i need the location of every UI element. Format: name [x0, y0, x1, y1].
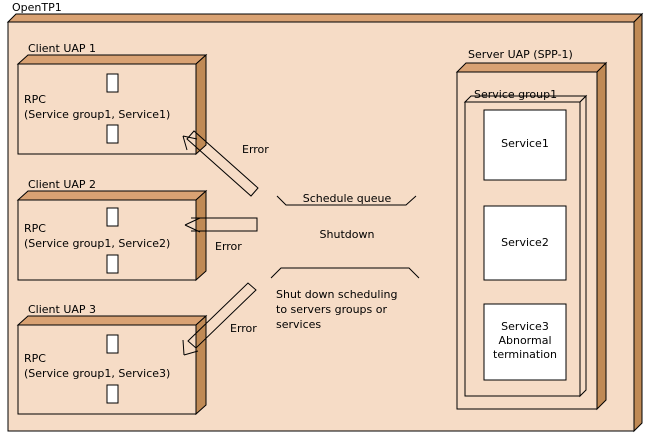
service-2-box[interactable] [483, 205, 567, 281]
error-arrow-3-shaft [187, 282, 257, 349]
shutdown-note-line-1: Shut down scheduling [276, 288, 398, 301]
client-uap-2-port-top [106, 207, 119, 227]
client-uap-1-port-top [106, 73, 119, 93]
client-uap-2-top-bevel [16, 190, 208, 201]
shutdown-note-line-2: to servers groups or [276, 303, 388, 316]
service-3-label: Service3 [501, 320, 549, 333]
client-uap-3-port-bottom [106, 384, 119, 404]
error-arrow-3-head [182, 339, 199, 356]
client-uap-2-caption: Client UAP 2 [28, 178, 97, 191]
error-label-1: Error [242, 143, 269, 156]
service-group-1-box[interactable] [463, 94, 588, 398]
shutdown-note-line-3: services [276, 318, 322, 331]
error-arrow-3 [182, 282, 257, 356]
client-uap-3-port-top [106, 334, 119, 354]
error-arrow-1-head [182, 135, 198, 151]
client-uap-1-right-bevel [195, 53, 207, 156]
schedule-queue-bracket [276, 195, 417, 206]
schedule-queue-label: Schedule queue [302, 192, 392, 205]
service-3-status-line-1: Abnormal [498, 334, 552, 347]
client-uap-3-rpc-args: (Service group1, Service3) [24, 367, 171, 380]
client-uap-3-caption: Client UAP 3 [28, 303, 97, 316]
error-label-3: Error [230, 322, 257, 335]
server-uap-right-bevel [596, 61, 607, 411]
client-uap-3-box[interactable] [16, 314, 208, 416]
shutdown-bracket [270, 267, 420, 279]
client-uap-3-rpc-label: RPC [24, 352, 46, 365]
error-label-2: Error [215, 240, 242, 253]
client-uap-2-box[interactable] [16, 189, 208, 282]
error-arrow-2 [184, 217, 258, 233]
shutdown-label: Shutdown [319, 228, 375, 241]
client-uap-2-port-bottom [106, 254, 119, 274]
service-1-label: Service1 [501, 137, 549, 150]
server-uap-top-bevel [455, 62, 608, 73]
error-arrow-2-head [184, 217, 201, 233]
service-2-label: Service2 [501, 236, 549, 249]
service-3-box[interactable] [483, 303, 567, 381]
client-uap-2-rpc-args: (Service group1, Service2) [24, 237, 171, 250]
service-3-status-line-2: termination [493, 348, 557, 361]
client-uap-2-rpc-label: RPC [24, 222, 46, 235]
service-group-1-caption: Service group1 [474, 88, 558, 101]
client-uap-1-top-bevel [16, 54, 208, 65]
service-1-box[interactable] [483, 109, 567, 181]
client-uap-1-caption: Client UAP 1 [28, 42, 97, 55]
client-uap-1-port-bottom [106, 124, 119, 144]
error-arrow-1 [182, 130, 259, 197]
error-arrow-1-shaft [186, 130, 259, 197]
client-uap-1-rpc-label: RPC [24, 93, 46, 106]
error-arrow-2-shaft [191, 217, 258, 232]
server-uap-caption: Server UAP (SPP-1) [468, 48, 573, 61]
service-group-1-right-bevel [579, 94, 587, 398]
client-uap-3-right-bevel [195, 314, 207, 416]
opentp1-right-bevel [633, 12, 643, 433]
client-uap-1-box[interactable] [16, 53, 208, 156]
client-uap-3-top-bevel [16, 315, 208, 326]
client-uap-2-right-bevel [195, 189, 207, 282]
opentp1-top-bevel [6, 13, 644, 23]
page-title: OpenTP1 [12, 1, 62, 14]
client-uap-1-rpc-args: (Service group1, Service1) [24, 108, 171, 121]
